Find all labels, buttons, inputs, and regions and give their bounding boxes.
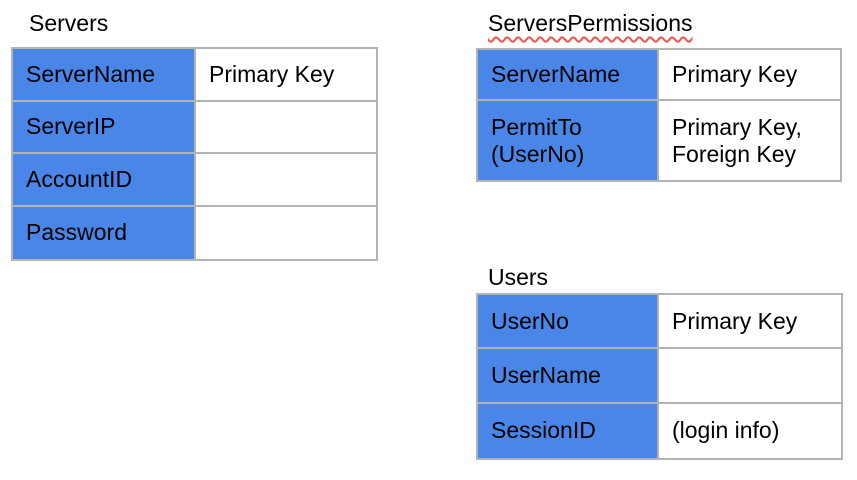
spellcheck-flagged-text: ServersPermissions — [488, 10, 693, 36]
field-cell[interactable]: UserNo — [478, 295, 657, 350]
servers-table: ServerName Primary Key ServerIP AccountI… — [11, 47, 378, 261]
field-cell[interactable]: UserName — [478, 349, 657, 404]
note-cell[interactable]: Primary Key — [657, 50, 840, 101]
note-cell[interactable] — [194, 206, 376, 259]
servers-permissions-table-title[interactable]: ServersPermissions — [488, 10, 693, 37]
field-cell[interactable]: ServerIP — [13, 101, 194, 154]
servers-permissions-table: ServerName Primary Key PermitTo (UserNo)… — [476, 48, 842, 182]
note-cell[interactable] — [194, 101, 376, 154]
field-cell[interactable]: SessionID — [478, 403, 657, 458]
note-cell[interactable]: Primary Key — [194, 49, 376, 102]
note-cell[interactable]: Primary Key — [657, 295, 841, 350]
field-cell[interactable]: AccountID — [13, 154, 194, 207]
note-cell[interactable] — [194, 154, 376, 207]
note-cell[interactable] — [657, 349, 841, 404]
field-cell[interactable]: ServerName — [478, 50, 657, 101]
users-table: UserNo Primary Key UserName SessionID (l… — [476, 293, 843, 460]
note-cell[interactable]: Primary Key, Foreign Key — [657, 101, 840, 180]
servers-table-title[interactable]: Servers — [29, 10, 109, 36]
field-cell[interactable]: Password — [13, 206, 194, 259]
note-cell[interactable]: (login info) — [657, 403, 841, 458]
users-table-title[interactable]: Users — [488, 264, 549, 290]
field-cell[interactable]: ServerName — [13, 49, 194, 102]
field-cell[interactable]: PermitTo (UserNo) — [478, 101, 657, 180]
